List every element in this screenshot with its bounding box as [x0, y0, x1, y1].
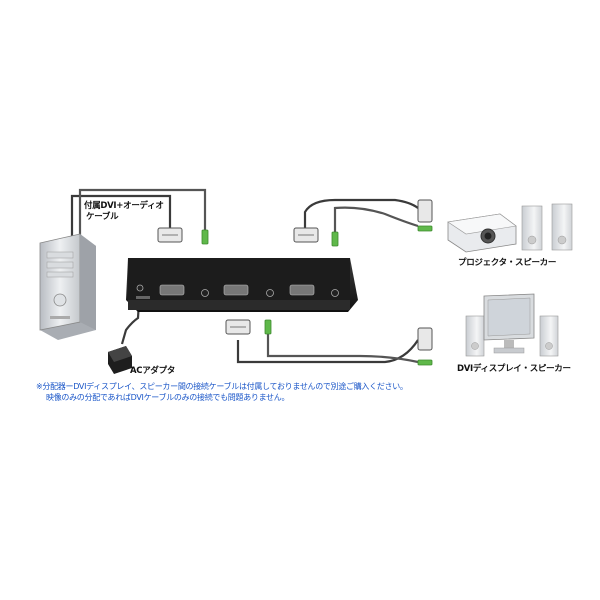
dvi-splitter-device: [126, 258, 358, 312]
note-line2: 映像のみの分配であればDVIケーブルのみの接続でも問題ありません。: [46, 393, 290, 402]
audio-plug-projector: [331, 231, 339, 247]
display-audio-cable: [266, 334, 419, 364]
pc-tower-icon: [39, 233, 96, 340]
projector-dvi-cable: [303, 198, 419, 228]
dvi-plug-projector-end: [417, 199, 433, 223]
audio-plugs: [201, 225, 433, 366]
projector-speakers-icon: [447, 203, 573, 253]
note-line1: ※分配器ーDVIディスプレイ、スピーカー間の接続ケーブルは付属しておりませんので…: [36, 382, 408, 391]
cable-label-line1: 付属DVI+オーディオ: [84, 201, 164, 211]
display-speaker-label: DVIディスプレイ・スピーカー: [457, 364, 571, 374]
cables: [70, 188, 419, 364]
audio-plug-display: [264, 319, 272, 335]
ac-adapter-cable: [120, 284, 142, 345]
audio-plug-projector-end: [417, 225, 433, 232]
ac-adapter-icon: [108, 346, 132, 374]
pc-dvi-cable: [70, 194, 172, 250]
projector-audio-cable: [333, 206, 419, 232]
projector-speaker-label: プロジェクタ・スピーカー: [458, 258, 557, 268]
dvi-port-out-2: [289, 284, 315, 296]
dvi-plug-display-end: [417, 327, 433, 351]
dvi-port-out-1: [223, 284, 249, 296]
monitor-icon: [483, 293, 535, 354]
dvi-port-in: [159, 284, 185, 296]
pc-audio-cable: [78, 188, 207, 250]
display-speakers-icon: [465, 293, 559, 357]
audio-plug-display-end: [417, 359, 433, 366]
ac-adapter-label: ACアダプタ: [130, 366, 176, 376]
cable-label-line2: ケーブル: [86, 212, 119, 222]
audio-plug-pc: [201, 229, 209, 245]
